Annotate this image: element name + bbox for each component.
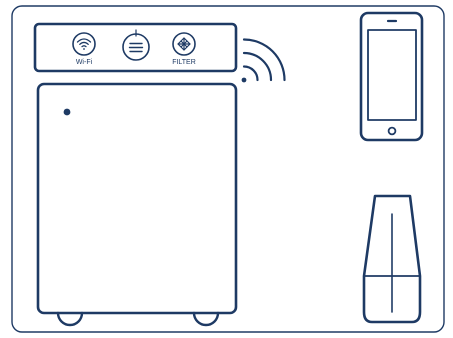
power-icon [128,29,144,53]
wifi-button-label: Wi-Fi [76,59,93,66]
filter-button-label: FILTER [172,59,196,66]
phone-screen [367,29,417,121]
speaker-body [362,194,422,324]
wifi-icon [76,38,92,50]
air-purifier-icon [36,82,238,327]
wifi-button-ring [72,32,96,56]
wifi-button[interactable]: Wi-Fi [72,32,96,66]
diagram-frame [11,5,445,333]
purifier-wheel-right [192,311,220,327]
power-button[interactable] [122,29,150,61]
control-panel: Wi-Fi FILTER [33,22,238,73]
purifier-wheel-left [56,311,84,327]
wireless-signal-icon [241,38,286,83]
phone-home-button [387,126,397,136]
filter-button-ring [172,32,196,56]
phone-body [359,11,424,142]
smart-speaker-icon [362,194,422,324]
purifier-body [36,82,238,315]
filter-button[interactable]: FILTER [172,32,196,66]
filter-icon [177,37,191,51]
smartphone-icon [359,11,424,142]
purifier-indicator-dot [63,108,71,116]
control-panel-outline [33,22,238,73]
